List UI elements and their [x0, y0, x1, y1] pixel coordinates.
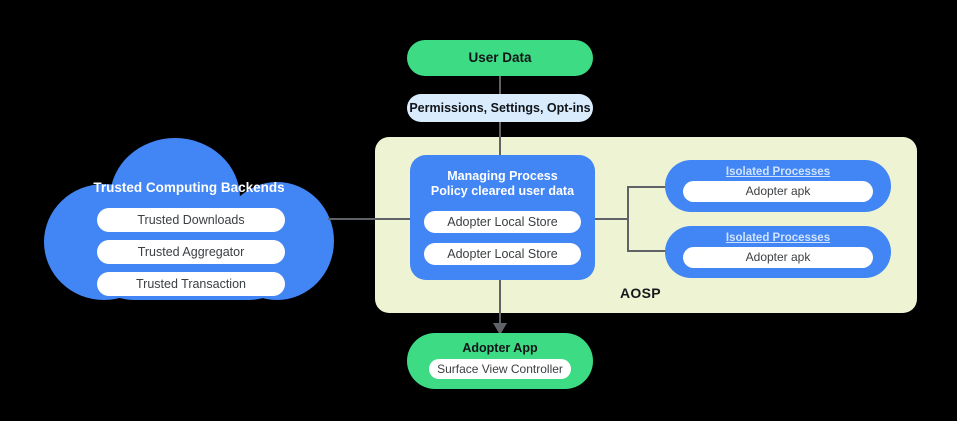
managing-process-title-line1: Managing Process — [447, 169, 558, 183]
managing-process-title: Managing Process Policy cleared user dat… — [424, 169, 581, 199]
connector-fork-vertical — [627, 186, 629, 252]
managing-process-title-line2: Policy cleared user data — [430, 184, 575, 198]
list-item[interactable]: Trusted Aggregator — [97, 240, 285, 264]
user-data-node[interactable]: User Data — [407, 40, 593, 76]
connector-managing-to-adopter-app — [499, 280, 501, 325]
isolated-process-title[interactable]: Isolated Processes — [725, 232, 831, 244]
adopter-apk-chip[interactable]: Adopter apk — [683, 181, 873, 202]
adopter-apk-chip[interactable]: Adopter apk — [683, 247, 873, 268]
connector-managing-to-fork — [595, 218, 628, 220]
adopter-app-node[interactable]: Adopter App Surface View Controller — [407, 333, 593, 389]
arrowhead-down-icon — [493, 323, 507, 335]
connector-userdata-to-permissions — [499, 76, 501, 94]
isolated-process-node[interactable]: Isolated Processes Adopter apk — [665, 226, 891, 278]
adopter-app-title: Adopter App — [462, 341, 538, 355]
isolated-process-node[interactable]: Isolated Processes Adopter apk — [665, 160, 891, 212]
connector-cloud-to-managing — [328, 218, 412, 220]
adopter-local-store-chip[interactable]: Adopter Local Store — [424, 211, 581, 233]
trusted-computing-cloud: Trusted Computing Backends Trusted Downl… — [44, 138, 334, 300]
list-item[interactable]: Trusted Transaction — [97, 272, 285, 296]
managing-process-node[interactable]: Managing Process Policy cleared user dat… — [410, 155, 595, 280]
cloud-title: Trusted Computing Backends — [93, 180, 285, 195]
connector-fork-to-isolated-2 — [627, 250, 667, 252]
cloud-items: Trusted Downloads Trusted Aggregator Tru… — [97, 208, 285, 304]
connector-fork-to-isolated-1 — [627, 186, 667, 188]
adopter-local-store-chip[interactable]: Adopter Local Store — [424, 243, 581, 265]
isolated-process-title[interactable]: Isolated Processes — [725, 166, 831, 178]
permissions-settings-optins-node[interactable]: Permissions, Settings, Opt-ins — [407, 94, 593, 122]
surface-view-controller-chip[interactable]: Surface View Controller — [429, 359, 571, 379]
aosp-label: AOSP — [620, 285, 661, 301]
list-item[interactable]: Trusted Downloads — [97, 208, 285, 232]
connector-permissions-to-managing — [499, 122, 501, 155]
